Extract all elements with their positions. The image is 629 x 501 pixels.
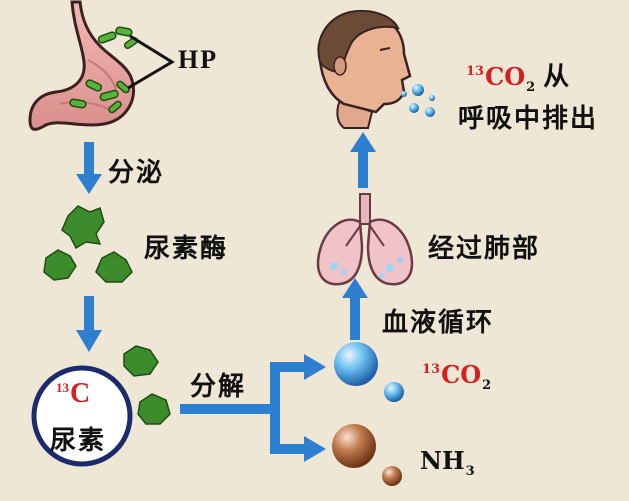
hp-label: HP	[178, 45, 219, 74]
lungs-illustration	[316, 193, 414, 286]
co2-label: 13CO2	[422, 360, 491, 393]
nh3-label: NH3	[420, 446, 475, 479]
nh3-bubbles	[332, 424, 402, 486]
co2-mass: 13	[422, 362, 441, 377]
urea-isotope-mass: 13	[56, 380, 69, 395]
urea-isotope-symbol: C	[70, 378, 91, 409]
exhale-from: 从	[543, 62, 572, 92]
exhale-symbol: CO	[485, 62, 526, 91]
co2-subscript: 2	[482, 378, 492, 393]
secrete-label: 分泌	[108, 158, 165, 188]
urease-to-urea-arrow	[76, 296, 102, 352]
co2-symbol: CO	[441, 360, 482, 389]
exhale-subscript: 2	[526, 80, 536, 95]
urea-enzymes	[123, 345, 171, 425]
lungs-label: 经过肺部	[428, 234, 541, 264]
decompose-arrows	[180, 354, 326, 462]
circulation-label: 血液循环	[382, 308, 495, 338]
secrete-arrow	[76, 142, 102, 194]
hp-pointer-lines	[127, 34, 175, 90]
lungs-to-head-arrow	[350, 132, 376, 188]
urea-label: 尿素	[50, 426, 107, 456]
exhale-line2: 呼吸中排出	[458, 104, 599, 134]
urea-circle	[31, 365, 133, 467]
decompose-label: 分解	[190, 372, 247, 402]
urease-label: 尿素酶	[144, 234, 229, 264]
co2-bubbles	[334, 342, 404, 402]
person-head	[317, 10, 412, 129]
urea-isotope-label: 13C	[56, 378, 90, 410]
nh3-symbol: NH	[420, 446, 465, 475]
circulation-arrow	[342, 278, 368, 340]
stomach-illustration	[28, 0, 135, 131]
hp-bacteria	[69, 26, 139, 114]
exhale-mass: 13	[466, 64, 485, 79]
breath-bubbles	[401, 84, 435, 117]
nh3-subscript: 3	[465, 464, 475, 479]
urease-enzymes	[43, 205, 133, 283]
